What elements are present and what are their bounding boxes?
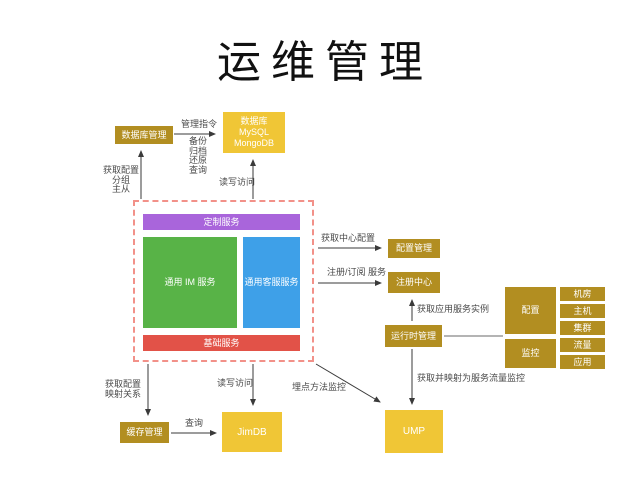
node-config-management: 配置管理 <box>388 239 440 258</box>
node-general-customer-service: 通用客服服务 <box>243 237 300 328</box>
node-custom-services: 定制服务 <box>143 214 300 230</box>
node-base-services: 基础服务 <box>143 335 300 351</box>
node-ump: UMP <box>385 410 443 453</box>
edge-label-get-config-mapping: 获取配置 映射关系 <box>105 379 142 399</box>
edge-label-query: 查询 <box>185 418 204 428</box>
edge-label-instrumentation-monitor: 埋点方法监控 <box>292 382 347 392</box>
edge-label-read-write-access-bottom: 读写访问 <box>217 378 254 388</box>
node-cache-management: 缓存管理 <box>120 422 169 443</box>
page-title: 运维管理 <box>217 38 433 87</box>
edge-label-get-center-config: 获取中心配置 <box>321 233 376 243</box>
edge-label-register-subscribe: 注册/订阅 服务 <box>327 267 387 277</box>
node-config: 配置 <box>505 287 556 334</box>
node-env-cluster: 集群 <box>560 321 605 335</box>
node-registry-center: 注册中心 <box>388 272 440 293</box>
node-runtime-management: 运行时管理 <box>385 325 442 347</box>
node-database-mysql-mongodb: 数据库 MySQL MongoDB <box>223 112 285 153</box>
edge-label-map-service-traffic-monitor: 获取并映射为服务流量监控 <box>417 373 526 383</box>
node-monitor: 监控 <box>505 339 556 368</box>
node-env-traffic: 流量 <box>560 338 605 352</box>
edge-label-command-list: 备份 归档 还原 查询 <box>188 136 207 175</box>
edge-label-get-config-group-master: 获取配置 分组 主从 <box>102 165 139 194</box>
edge-label-get-service-instances: 获取应用服务实例 <box>417 304 490 314</box>
node-general-im-service: 通用 IM 服务 <box>143 237 237 328</box>
node-database-management: 数据库管理 <box>115 126 173 144</box>
node-env-application: 应用 <box>560 355 605 369</box>
edge-label-manage-command: 管理指令 <box>180 119 217 129</box>
node-env-machine-room: 机房 <box>560 287 605 301</box>
node-env-host: 主机 <box>560 304 605 318</box>
node-jimdb: JimDB <box>222 412 282 452</box>
edge-label-read-write-access-top: 读写访问 <box>219 177 256 187</box>
